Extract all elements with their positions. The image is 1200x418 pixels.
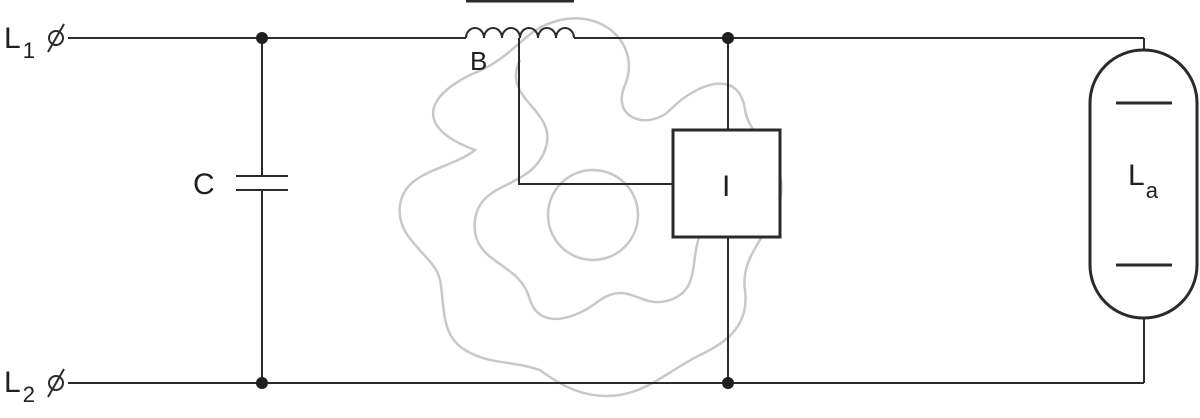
lamp-label: La xyxy=(1128,159,1159,203)
ballast-label: B xyxy=(470,46,487,76)
capacitor-label: C xyxy=(193,168,215,201)
terminal-l1-label: L1 xyxy=(4,22,35,63)
lamp-symbol xyxy=(1088,48,1199,320)
terminal-l1-symbol xyxy=(47,23,65,53)
junction-dots xyxy=(256,32,734,389)
igniter-box xyxy=(671,128,782,239)
capacitor-symbol xyxy=(236,175,288,191)
junction-dot xyxy=(722,32,734,44)
ballast-inductor-symbol xyxy=(465,0,575,39)
wires xyxy=(68,37,1145,384)
decorative-overlay xyxy=(398,17,783,398)
overlay-circle xyxy=(546,168,640,262)
wire-ballast-tap xyxy=(518,38,673,185)
igniter-label: I xyxy=(722,170,730,203)
overlay-scallop-shape xyxy=(398,17,783,398)
terminal-l2-label: L2 xyxy=(4,366,35,407)
terminal-l2-symbol xyxy=(47,368,65,398)
junction-dot xyxy=(256,32,268,44)
junction-dot xyxy=(722,377,734,389)
overlay-inner-loop xyxy=(473,59,702,321)
junction-dot xyxy=(256,377,268,389)
